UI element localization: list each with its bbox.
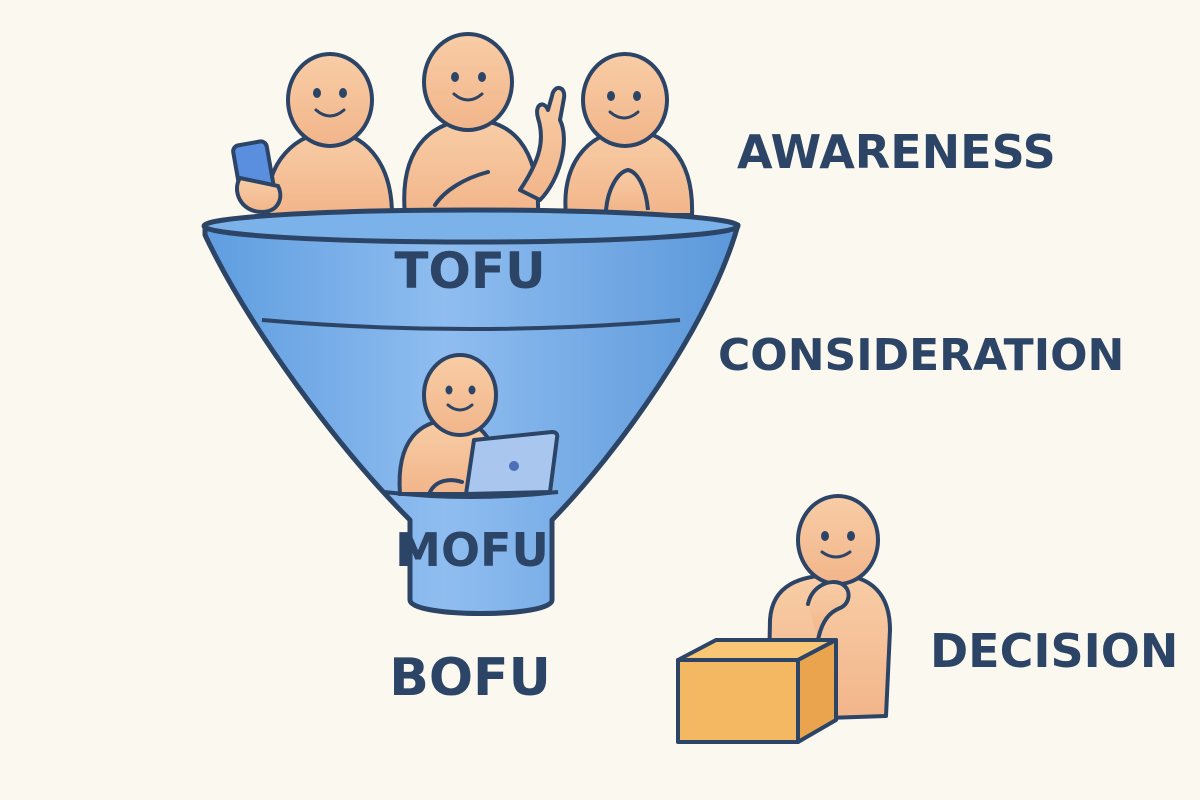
phone-icon [231, 139, 283, 215]
stage-consideration: CONSIDERATION [718, 330, 1124, 381]
stage-awareness: AWARENESS [737, 125, 1056, 179]
tofu-label: TOFU [394, 242, 545, 300]
person-icon [265, 52, 395, 217]
person-icon [563, 52, 695, 217]
laptop-icon [428, 430, 560, 496]
mofu-label: MOFU [395, 523, 549, 577]
bofu-label: BOFU [389, 648, 551, 708]
person-icon [402, 32, 567, 217]
stage-decision: DECISION [930, 624, 1178, 678]
box-icon [676, 638, 838, 744]
